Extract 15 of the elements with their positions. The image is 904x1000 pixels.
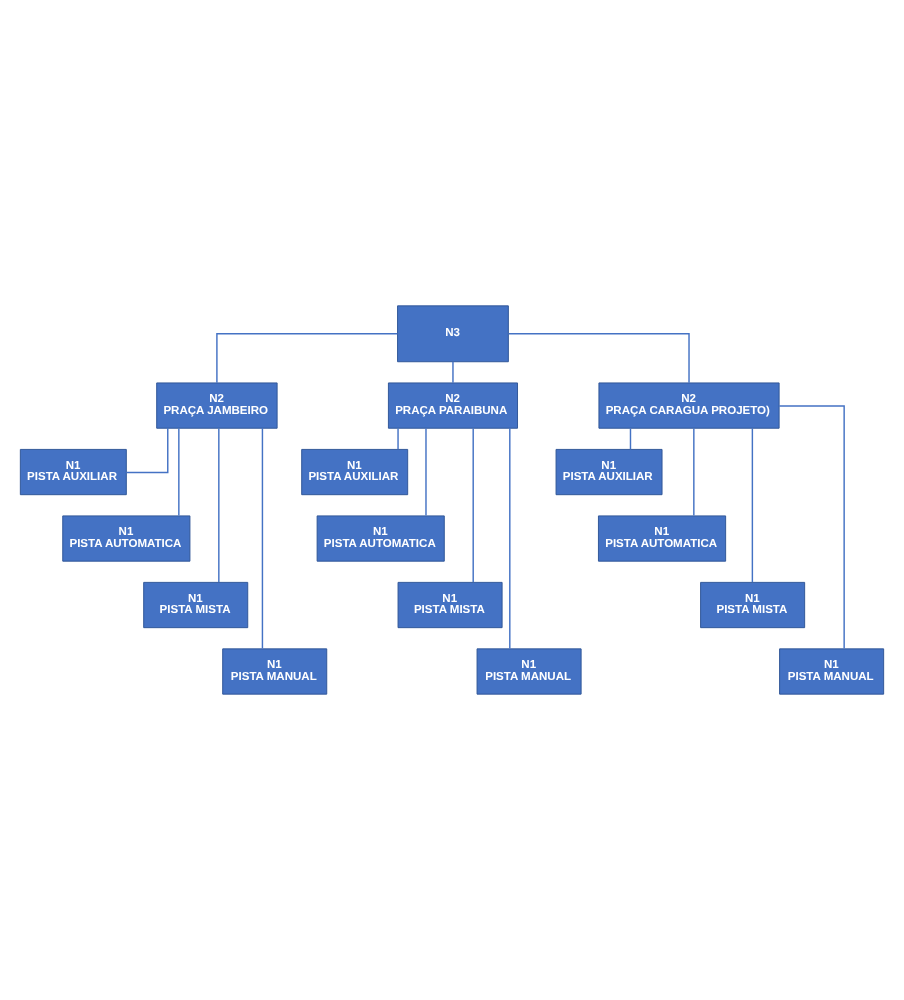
connector <box>509 427 511 650</box>
connector <box>751 427 754 583</box>
connector <box>425 427 427 517</box>
connector <box>216 333 399 384</box>
connector <box>218 427 220 583</box>
connector <box>472 427 474 583</box>
connector <box>507 333 690 384</box>
connector <box>125 427 169 474</box>
connector <box>452 361 454 384</box>
connector <box>778 405 845 650</box>
connector <box>261 427 264 650</box>
connector <box>397 427 399 451</box>
connector <box>178 427 180 517</box>
connector <box>693 427 695 517</box>
connector <box>629 427 632 451</box>
